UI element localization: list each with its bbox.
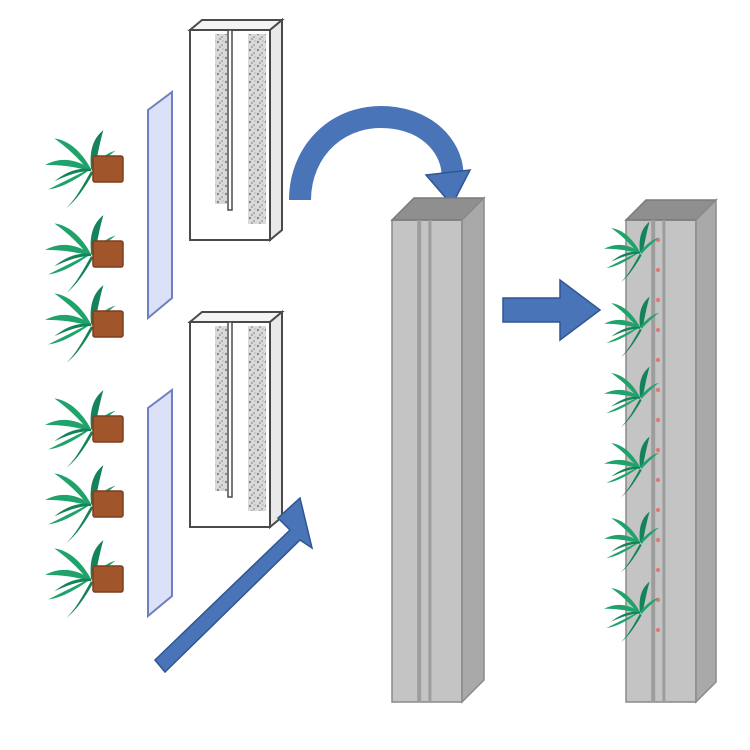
diagonal-arrow [153,496,314,674]
irrigation-dot [655,447,661,453]
irrigation-dot [655,507,661,513]
plant-with-pot [45,465,124,543]
membrane-panel [147,90,173,321]
irrigation-dot [655,297,661,303]
irrigation-dot [655,567,661,573]
plant-with-pot [45,215,124,293]
irrigation-dot [655,267,661,273]
irrigation-dot [655,327,661,333]
pot-icon [92,240,124,268]
straight-arrow [502,278,602,342]
irrigation-dot [655,387,661,393]
plant-with-pot [45,540,124,618]
irrigation-dot [655,417,661,423]
substrate-slab [187,309,285,530]
substrate-slab [187,17,285,243]
pillar [390,196,486,704]
membrane-panel [147,388,173,619]
curved-arrow-shaft [289,106,464,201]
irrigation-dot [655,627,661,633]
curved-arrow-head [424,169,472,207]
irrigation-dot [655,477,661,483]
pot-icon [92,490,124,518]
pot-icon [92,565,124,593]
irrigation-dot [655,537,661,543]
plant-with-pot [45,390,124,468]
pot-icon [92,415,124,443]
planted-pillar [624,198,718,704]
pot-icon [92,310,124,338]
pot-icon [92,155,124,183]
plant-with-pot [45,130,124,208]
irrigation-dot [655,357,661,363]
plant-with-pot [45,285,124,363]
